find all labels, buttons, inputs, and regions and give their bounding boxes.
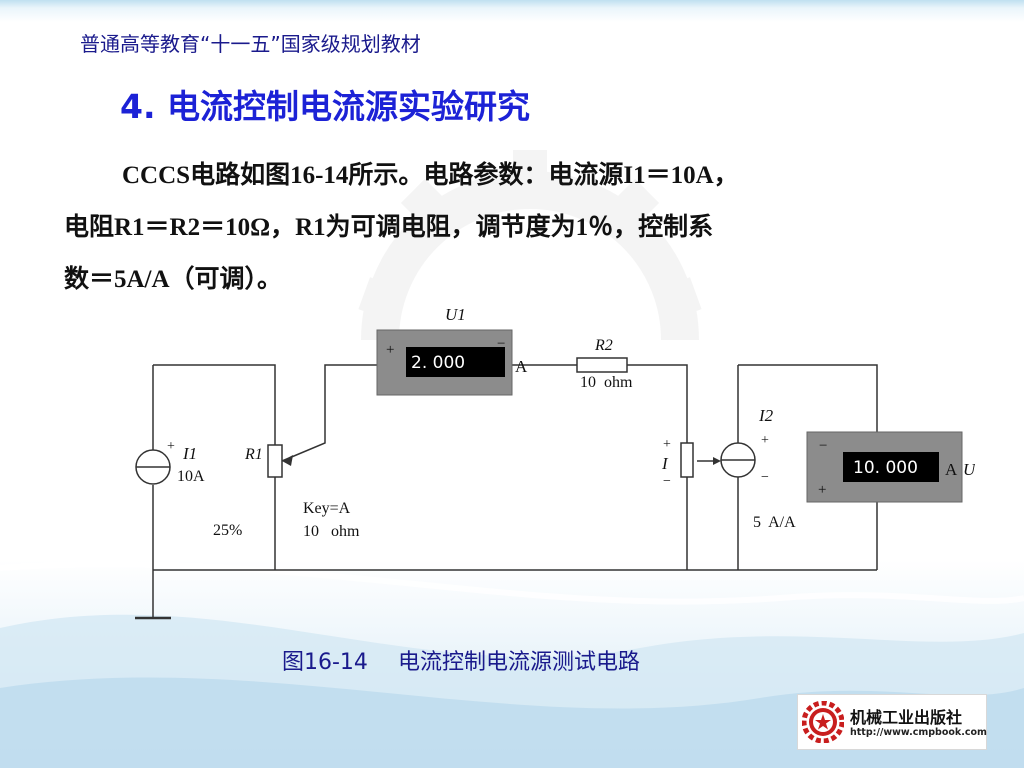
ammeter-u1: 2. 000 + − A [376,329,528,396]
voltmeter-u2: 10. 000 − + A [806,431,963,503]
figure-caption: 图16-14 电流控制电流源测试电路 [282,644,640,676]
voltmeter-minus: − [819,438,827,454]
i2-label: I2 [758,406,774,425]
background-wave [0,561,1024,768]
cccs-gain: 5 A/A [753,514,796,531]
publisher-name: 机械工业出版社 [850,708,963,727]
ammeter-plus: + [386,342,394,358]
r1-label: R1 [244,446,263,463]
r1-key: Key=A [303,500,351,517]
body-line-1: CCCS电路如图16-14所示。电路参数：电流源I1＝10A， [64,150,984,202]
sensor-label: I [661,454,669,473]
resistor-r2 [576,357,628,373]
dependent-current-source-i2 [720,442,756,478]
ammeter-name: U1 [445,305,466,324]
cccs-circuit-diagram: 2. 000 + − A U1 10. 000 − + A U2 + I1 10… [135,305,975,620]
voltmeter-display [843,452,939,482]
publisher-url: http://www.cmpbook.com [850,727,987,738]
body-line-1-text: CCCS电路如图16-14所示。电路参数：电流源I1＝10A， [122,162,739,189]
r2-label: R2 [594,337,613,354]
i2-plus: + [761,433,769,448]
publisher-logo: 机械工业出版社 http://www.cmpbook.com [797,694,987,750]
i2-minus: − [761,470,769,485]
i1-plus: + [167,439,175,454]
voltmeter-reading: 10. 000 [853,458,918,478]
ammeter-unit: A [515,357,528,376]
sensor-plus: + [663,437,671,452]
r1-wiper-arrow [282,455,293,466]
voltmeter-plus: + [818,482,826,498]
r1-setting: 25% [213,522,242,539]
ammeter-minus: − [497,336,505,352]
i1-label: I1 [182,444,197,463]
figure-title: 电流控制电流源测试电路 [397,650,640,675]
sensor-minus: − [663,474,671,489]
body-line-2: 电阻R1＝R2＝10Ω，R1为可调电阻，调节度为1％，控制系 [64,214,714,241]
current-sensor [680,442,694,478]
voltmeter-name: U2 [963,460,975,479]
sensor-arrow [713,457,721,465]
i1-value: 10A [177,468,205,485]
publisher-gear-icon [802,701,844,743]
ammeter-reading: 2. 000 [411,353,465,373]
body-line-3: 数＝5A/A（可调）。 [64,266,283,293]
resistor-r1 [267,444,283,478]
figure-number: 图16-14 [282,650,368,675]
ammeter-display [406,347,505,377]
body-paragraph: CCCS电路如图16-14所示。电路参数：电流源I1＝10A， 电阻R1＝R2＝… [64,150,984,306]
r2-value: 10 ohm [580,374,633,391]
gear-watermark-icon [358,150,702,341]
section-title: 4. 电流控制电流源实验研究 [120,87,530,126]
current-source-i1 [135,449,171,485]
r1-value: 10 ohm [303,523,360,540]
voltmeter-unit: A [945,460,958,479]
series-header: 普通高等教育“十一五”国家级规划教材 [80,32,421,56]
